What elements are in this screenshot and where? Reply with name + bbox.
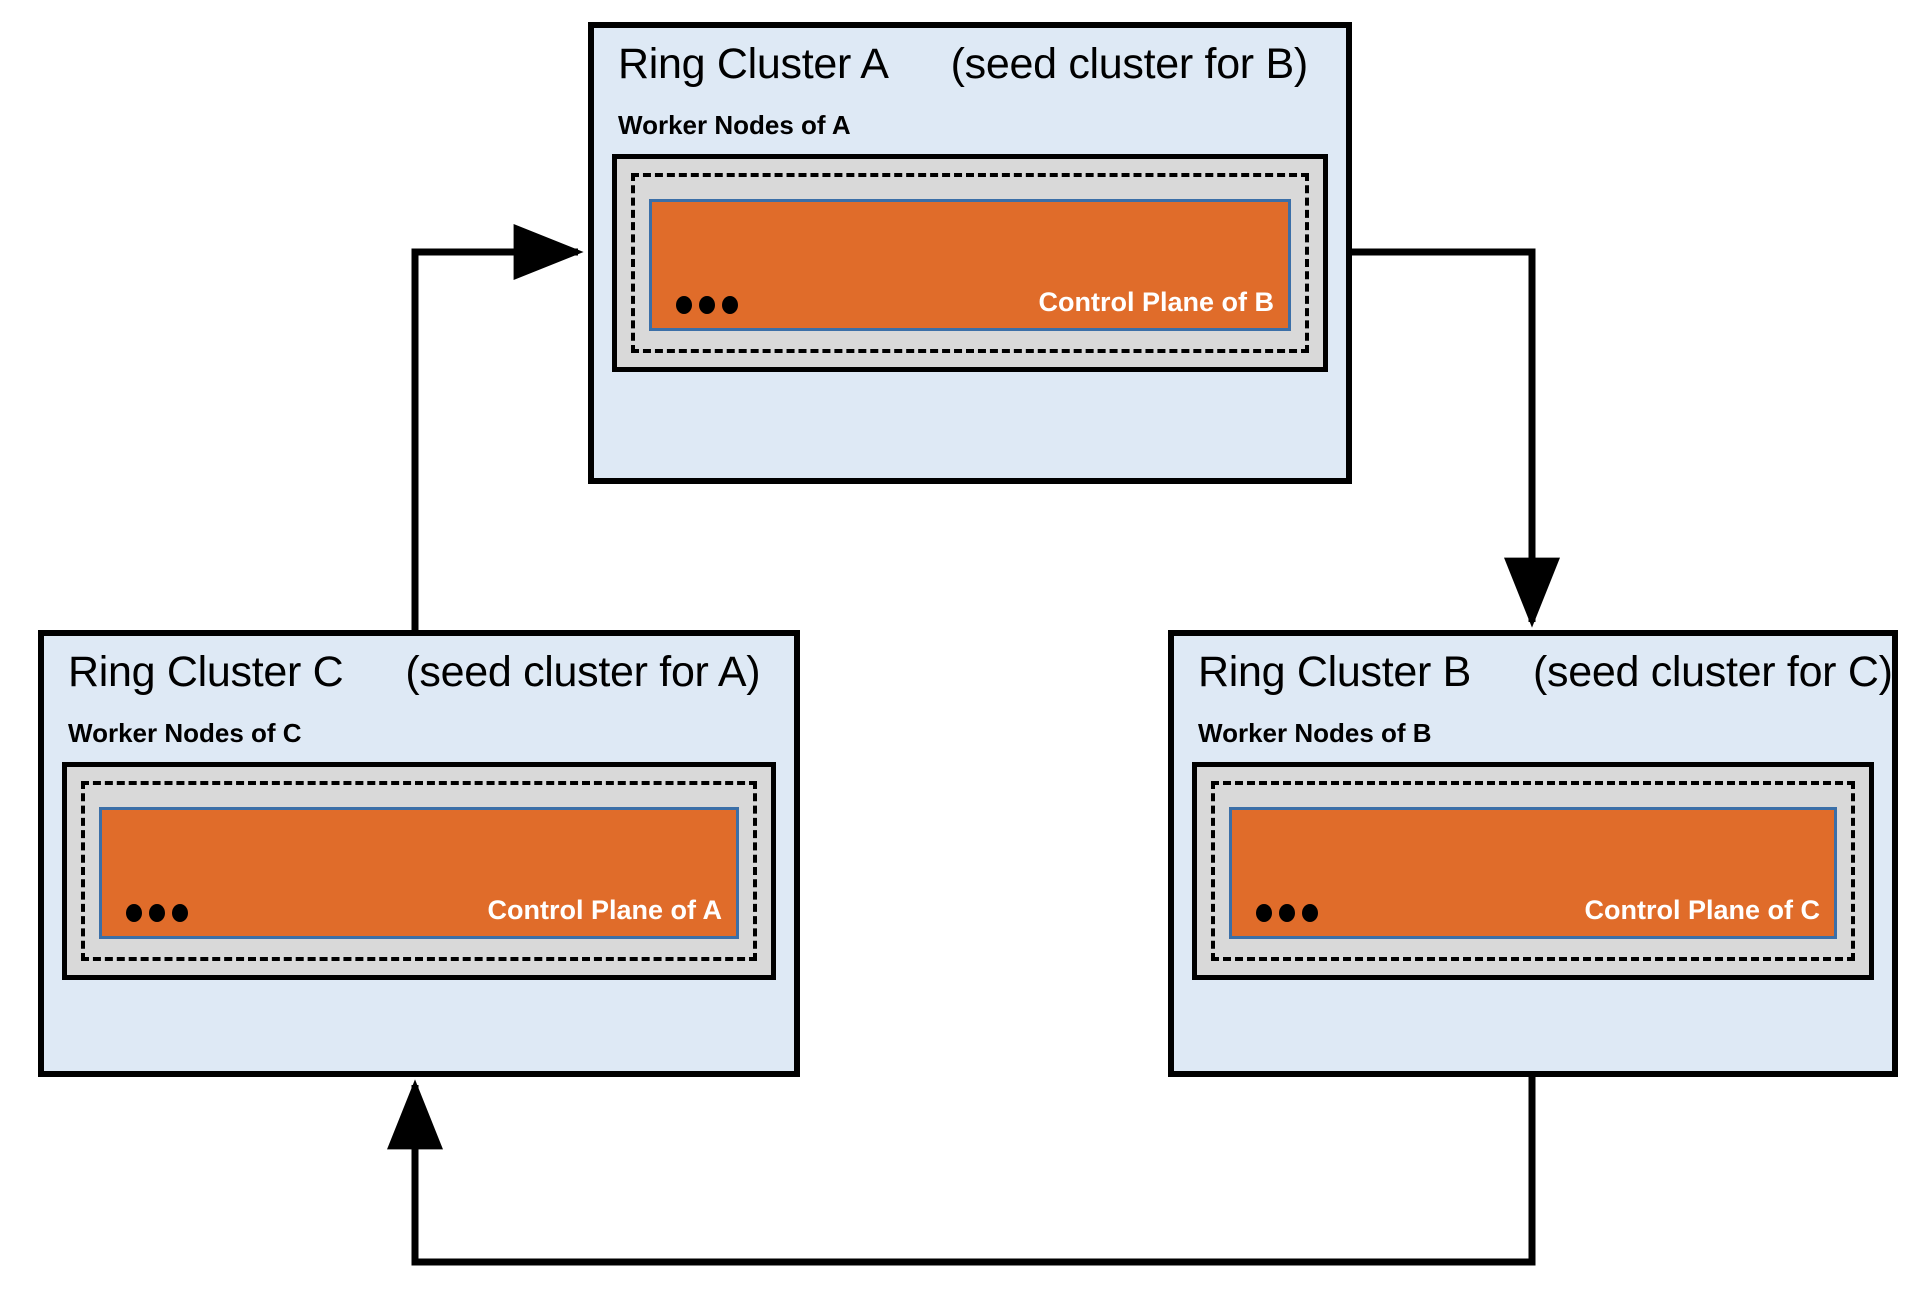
cluster-b-control-plane[interactable]: Control Plane of C [1229,807,1837,939]
cluster-a-worker-nodes-label: Worker Nodes of A [618,110,851,140]
cluster-c-worker-nodes-box: Control Plane of A [62,762,776,980]
arrow-b-to-c [387,1077,1536,1266]
cluster-a-seed-note: (seed cluster for B) [950,40,1309,88]
cluster-b[interactable]: Ring Cluster B (seed cluster for C) Worke… [1168,630,1898,1077]
cluster-b-worker-nodes-box: Control Plane of C [1192,762,1874,980]
arrow-c-to-a [411,224,584,630]
cluster-b-title: Ring Cluster B (seed cluster for C) [1198,648,1893,697]
cluster-a-control-plane-label: Control Plane of B [1038,287,1275,317]
cluster-b-dashed-boundary [1211,781,1855,961]
cluster-a-control-plane[interactable]: Control Plane of B [649,199,1291,331]
cluster-a-worker-nodes-box: Control Plane of B [612,154,1328,372]
cluster-a-title: Ring Cluster A (seed cluster for B) [618,40,1308,89]
cluster-c-title: Ring Cluster C (seed cluster for A) [68,648,761,697]
cluster-b-seed-note: (seed cluster for C) [1533,648,1893,696]
cluster-c[interactable]: Ring Cluster C (seed cluster for A) Worke… [38,630,800,1077]
cluster-a-name: Ring Cluster A [618,40,889,88]
cluster-b-worker-nodes-label: Worker Nodes of B [1198,718,1432,748]
cluster-c-control-plane[interactable]: Control Plane of A [99,807,739,939]
cluster-c-control-plane-label: Control Plane of A [487,895,723,925]
arrow-a-to-b [1352,248,1560,628]
cluster-a[interactable]: Ring Cluster A (seed cluster for B) Worke… [588,22,1352,484]
cluster-c-control-plane-ellipsis-icon [126,904,188,922]
cluster-a-dashed-boundary [631,173,1309,353]
cluster-c-dashed-boundary [81,781,757,961]
cluster-c-seed-note: (seed cluster for A) [405,648,761,696]
cluster-c-name: Ring Cluster C [68,648,344,696]
cluster-b-name: Ring Cluster B [1198,648,1472,696]
cluster-a-control-plane-ellipsis-icon [676,296,738,314]
cluster-c-worker-nodes-label: Worker Nodes of C [68,718,302,748]
cluster-b-control-plane-ellipsis-icon [1256,904,1318,922]
cluster-b-control-plane-label: Control Plane of C [1584,895,1821,925]
